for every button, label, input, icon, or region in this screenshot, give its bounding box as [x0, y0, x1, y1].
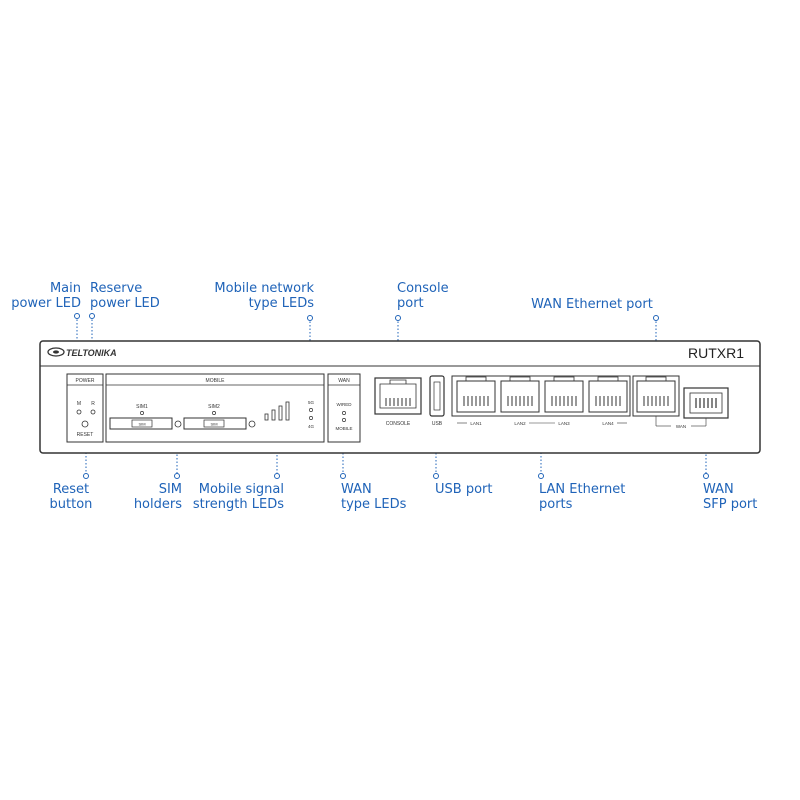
- lan1-label: LAN1: [470, 421, 482, 426]
- wan-section-label: WAN: [338, 378, 350, 384]
- dot: [274, 473, 280, 479]
- callout-sim-holders: SIM holders: [134, 482, 182, 512]
- power-section: [66, 373, 104, 443]
- callout-console-port: Console port: [397, 281, 449, 311]
- callout-line: holders: [133, 497, 182, 512]
- dot: [83, 473, 89, 479]
- sim1-slot-label: SIM: [138, 422, 145, 427]
- lan1-port[interactable]: [456, 376, 496, 413]
- dot: [653, 315, 659, 321]
- callout-line: WAN: [703, 482, 734, 497]
- callout-main-power-led: Main power LED: [11, 281, 81, 311]
- wan-wired-led: [342, 411, 346, 415]
- signal-strength-leds: [264, 401, 290, 421]
- mobile-section: [105, 373, 325, 443]
- callout-line: power LED: [90, 296, 160, 311]
- network-4g-label: 4G: [308, 424, 315, 429]
- lan3-label: LAN3: [558, 421, 570, 426]
- console-port-label: CONSOLE: [386, 421, 411, 427]
- power-section-label: POWER: [76, 378, 95, 384]
- reset-label: RESET: [77, 432, 94, 438]
- callout-line: Console: [397, 281, 449, 296]
- sim1-holder[interactable]: [109, 417, 173, 430]
- teltonika-logo: TELTONIKA: [47, 347, 117, 358]
- reserve-power-led-label: R: [91, 401, 95, 407]
- callout-wan-type-leds: WAN type LEDs: [341, 482, 406, 512]
- callout-line: Reserve: [90, 281, 143, 296]
- sim1-led: [140, 411, 144, 415]
- dot: [703, 473, 709, 479]
- sim2-led: [212, 411, 216, 415]
- lan4-port[interactable]: [588, 376, 628, 413]
- callout-line: USB port: [435, 482, 493, 497]
- dot: [433, 473, 439, 479]
- callout-line: LAN Ethernet: [539, 482, 626, 497]
- lan-ports-group: [451, 375, 631, 417]
- reserve-power-led: [90, 409, 96, 415]
- console-port[interactable]: [374, 377, 422, 415]
- network-5g-label: 5G: [308, 400, 315, 405]
- dot: [74, 313, 80, 319]
- device-chassis: [39, 340, 761, 454]
- wan-port-label: WAN: [676, 424, 686, 429]
- mobile-section-label: MOBILE: [206, 378, 226, 384]
- callout-lan-ethernet-ports: LAN Ethernet ports: [539, 482, 625, 512]
- callout-line: Reset: [52, 482, 90, 497]
- lan2-port[interactable]: [500, 376, 540, 413]
- model-name: RUTXR1: [688, 345, 744, 361]
- lan2-label: LAN2: [514, 421, 526, 426]
- callout-reserve-power-led: Reserve power LED: [90, 281, 160, 311]
- callout-line: Mobile signal: [198, 482, 284, 497]
- callout-line: strength LEDs: [192, 497, 284, 512]
- usb-port-label: USB: [432, 421, 443, 427]
- sim1-label: SIM1: [136, 404, 148, 410]
- network-4g-led: [309, 416, 313, 420]
- callout-line: power LED: [11, 296, 81, 311]
- callout-line: WAN Ethernet port: [531, 297, 653, 312]
- dot: [174, 473, 180, 479]
- sim1-eject-button[interactable]: [174, 420, 182, 428]
- callout-usb-port: USB port: [435, 482, 492, 497]
- sim2-slot-label: SIM: [210, 422, 217, 427]
- callout-wan-sfp-port: WAN SFP port: [703, 482, 757, 512]
- callout-mobile-signal-strength-leds: Mobile signal strength LEDs: [193, 482, 284, 512]
- dot: [340, 473, 346, 479]
- dot: [307, 315, 313, 321]
- dot: [89, 313, 95, 319]
- dot: [538, 473, 544, 479]
- callout-line: ports: [539, 497, 573, 512]
- sim2-holder[interactable]: [183, 417, 247, 430]
- wan-ethernet-port[interactable]: [636, 376, 676, 413]
- wan-wired-label: WIRED: [337, 402, 353, 407]
- wan-type-section: [327, 373, 361, 443]
- lan4-label: LAN4: [602, 421, 614, 426]
- callout-line: WAN: [341, 482, 372, 497]
- usb-port[interactable]: [429, 375, 445, 417]
- callout-line: type LEDs: [248, 296, 314, 311]
- main-power-led-label: M: [77, 401, 81, 407]
- callout-line: type LEDs: [341, 497, 407, 512]
- sim2-label: SIM2: [208, 404, 220, 410]
- network-5g-led: [309, 408, 313, 412]
- brand-name: TELTONIKA: [66, 348, 117, 358]
- callout-mobile-network-type-leds: Mobile network type LEDs: [214, 281, 314, 311]
- leader-endpoints: [74, 313, 709, 479]
- callout-reset-button: Reset button: [36, 482, 106, 512]
- callout-line: Main: [49, 281, 81, 296]
- callout-line: button: [49, 497, 93, 512]
- main-power-led: [76, 409, 82, 415]
- reset-button[interactable]: [81, 420, 89, 428]
- callout-line: SFP port: [703, 497, 758, 512]
- callout-line: SIM: [158, 482, 182, 497]
- lan3-port[interactable]: [544, 376, 584, 413]
- wan-mobile-label: MOBILE: [335, 426, 352, 431]
- dot: [395, 315, 401, 321]
- sim2-eject-button[interactable]: [248, 420, 256, 428]
- callout-wan-ethernet-port: WAN Ethernet port: [527, 297, 657, 312]
- callout-line: Mobile network: [214, 281, 314, 296]
- callout-line: port: [397, 296, 424, 311]
- wan-mobile-led: [342, 418, 346, 422]
